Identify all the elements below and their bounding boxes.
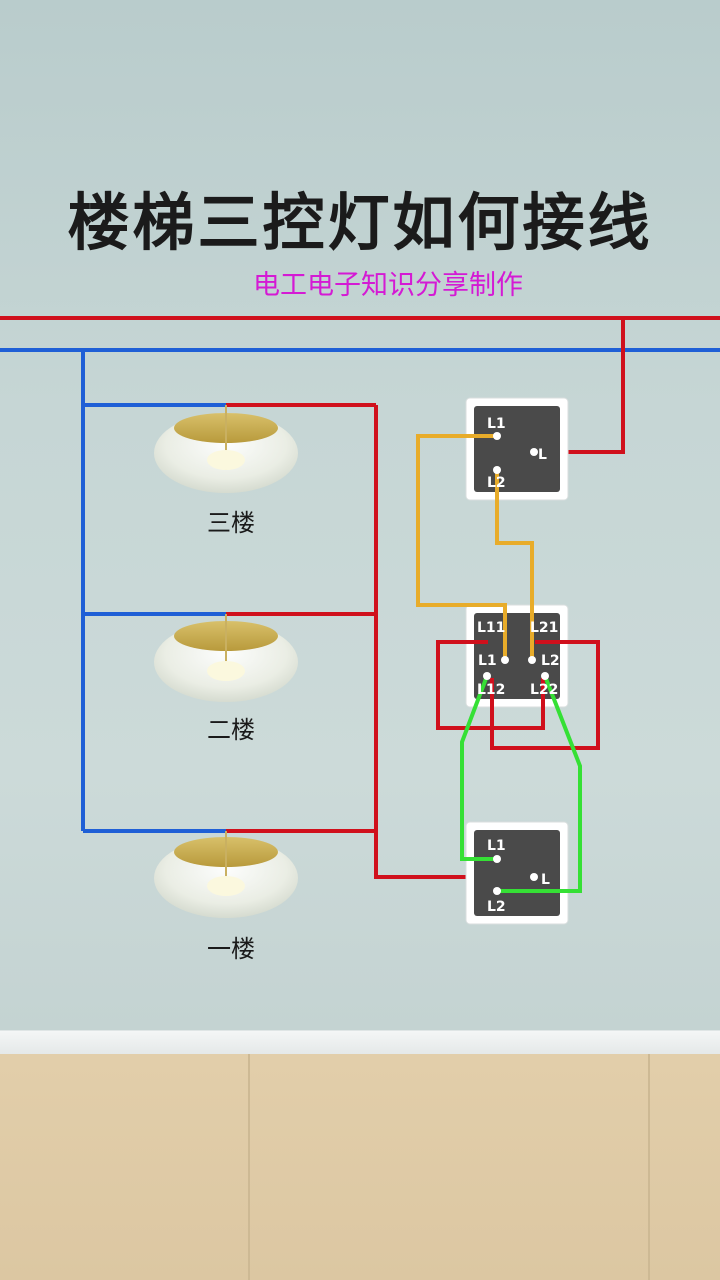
- top-switch: [465, 397, 569, 501]
- lower-traveler-wires: [460, 675, 582, 893]
- diagram-title: 楼梯三控灯如何接线: [67, 186, 653, 259]
- terminal-dots: [483, 432, 549, 895]
- bottom-switch-terminal-l1: L1: [487, 838, 506, 854]
- middle-switch-terminal-l22: L22: [530, 682, 558, 698]
- bottom-switch-terminal-l: L: [541, 872, 550, 888]
- terminal-labels: L1 L L2 L11 L21 L1 L2 L12 L22 L1 L L2: [477, 416, 560, 915]
- top-switch-terminal-l2: L2: [487, 475, 506, 491]
- wall-background: [0, 0, 720, 1030]
- lamp-label-second-floor: 二楼: [207, 716, 255, 744]
- middle-crossover-wires: [436, 640, 600, 750]
- traveler-l2: [495, 470, 534, 660]
- bottom-switch-terminal-l2: L2: [487, 899, 506, 915]
- middle-switch-terminal-l2: L2: [541, 653, 560, 669]
- traveler-lower-l1: [460, 675, 497, 861]
- lamp-label-first-floor: 一楼: [207, 935, 255, 963]
- floor-seam: [248, 1054, 250, 1280]
- lamp-2: [154, 614, 298, 702]
- middle-switch-terminal-l12: L12: [477, 682, 505, 698]
- top-switch-terminal-l1: L1: [487, 416, 506, 432]
- crossover-wire-left: [436, 640, 545, 730]
- traveler-lower-l2: [497, 675, 582, 893]
- neutral-branch-wires: [81, 350, 226, 833]
- middle-switch-terminal-l21: L21: [530, 620, 558, 636]
- wooden-floor: [0, 1054, 720, 1280]
- lamp-label-third-floor: 三楼: [207, 509, 255, 537]
- upper-traveler-wires: [416, 434, 534, 660]
- floor-seam: [648, 1054, 650, 1280]
- middle-switch-terminal-l11: L11: [477, 620, 505, 636]
- middle-switch-terminal-l1: L1: [478, 653, 497, 669]
- top-switch-terminal-l: L: [538, 447, 547, 463]
- baseboard: [0, 1030, 720, 1055]
- bottom-switch: [465, 821, 569, 925]
- diagram-subtitle: 电工电子知识分享制作: [253, 270, 523, 301]
- crossover-wire-right: [490, 640, 600, 750]
- traveler-l1: [416, 434, 507, 660]
- supply-wires: [0, 316, 720, 352]
- lamp-3: [154, 405, 298, 493]
- lamp-1: [154, 831, 298, 918]
